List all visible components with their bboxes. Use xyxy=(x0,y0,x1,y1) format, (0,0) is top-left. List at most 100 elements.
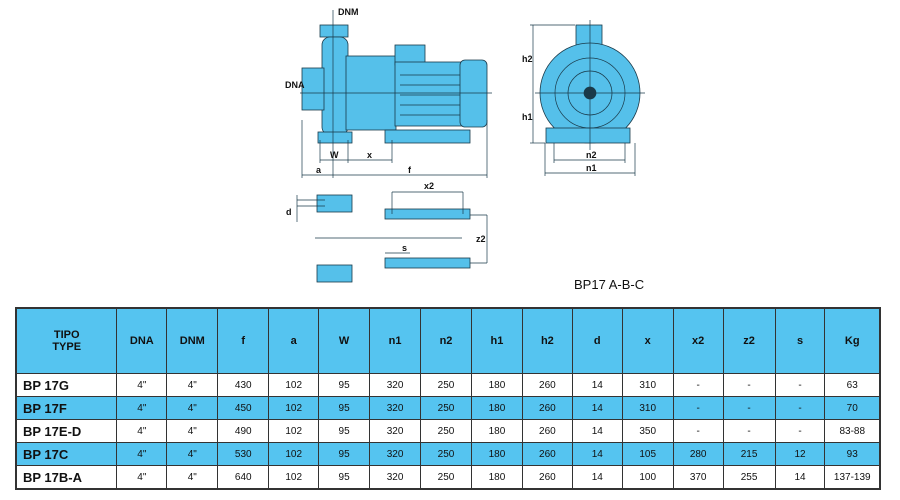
value-cell: 260 xyxy=(521,373,573,397)
x-label: x xyxy=(367,150,372,160)
value-cell: 320 xyxy=(369,442,422,466)
column-header: z2 xyxy=(722,307,776,374)
value-cell: 250 xyxy=(420,465,472,490)
value-cell: 310 xyxy=(621,396,674,420)
value-cell: 4" xyxy=(166,373,219,397)
value-cell: 180 xyxy=(470,442,523,466)
column-header: n2 xyxy=(420,307,472,374)
fan-cover xyxy=(459,59,488,128)
value-cell: 83-88 xyxy=(824,419,881,443)
value-cell: - xyxy=(722,419,776,443)
value-cell: 320 xyxy=(369,465,422,490)
value-cell: 180 xyxy=(470,465,523,490)
dna-label: DNA xyxy=(285,80,305,90)
value-cell: 14 xyxy=(571,396,623,420)
value-cell: 320 xyxy=(369,396,422,420)
value-cell: 320 xyxy=(369,419,422,443)
model-cell: BP 17C xyxy=(15,442,118,466)
n1-label: n1 xyxy=(586,163,597,173)
motor-body xyxy=(394,61,464,127)
value-cell: 4" xyxy=(116,465,168,490)
value-cell: 350 xyxy=(621,419,674,443)
value-cell: 4" xyxy=(166,465,219,490)
column-header: x2 xyxy=(672,307,724,374)
value-cell: 530 xyxy=(217,442,270,466)
value-cell: - xyxy=(672,419,724,443)
value-cell: 105 xyxy=(621,442,674,466)
value-cell: 137-139 xyxy=(824,465,881,490)
value-cell: 370 xyxy=(672,465,724,490)
plate-long-top xyxy=(384,208,471,220)
value-cell: 14 xyxy=(571,419,623,443)
value-cell: 180 xyxy=(470,396,523,420)
value-cell: 102 xyxy=(268,465,320,490)
value-cell: 100 xyxy=(621,465,674,490)
value-cell: 250 xyxy=(420,396,472,420)
header-type: TYPE xyxy=(52,341,82,353)
front-base xyxy=(545,127,631,144)
value-cell: 490 xyxy=(217,419,270,443)
h1-label: h1 xyxy=(522,112,533,122)
model-label: BP17 A-B-C xyxy=(574,277,645,292)
value-cell: 215 xyxy=(722,442,776,466)
value-cell: 255 xyxy=(722,465,776,490)
plate-long-bottom xyxy=(384,257,471,269)
model-cell: BP 17E-D xyxy=(15,419,118,443)
value-cell: 310 xyxy=(621,373,674,397)
pump-outlet xyxy=(319,24,349,38)
value-cell: 4" xyxy=(116,419,168,443)
value-cell: 95 xyxy=(318,465,371,490)
column-header: n1 xyxy=(369,307,422,374)
value-cell: 102 xyxy=(268,442,320,466)
value-cell: 430 xyxy=(217,373,270,397)
w-label: W xyxy=(330,150,339,160)
value-cell: 95 xyxy=(318,442,371,466)
value-cell: 95 xyxy=(318,373,371,397)
value-cell: 102 xyxy=(268,373,320,397)
n2-label: n2 xyxy=(586,150,597,160)
value-cell: 250 xyxy=(420,373,472,397)
value-cell: 180 xyxy=(470,419,523,443)
value-cell: 250 xyxy=(420,442,472,466)
column-header: x xyxy=(621,307,674,374)
value-cell: 14 xyxy=(571,465,623,490)
value-cell: 640 xyxy=(217,465,270,490)
plate-small-top xyxy=(316,194,353,213)
value-cell: 14 xyxy=(571,373,623,397)
pump-body xyxy=(321,36,349,136)
column-header: W xyxy=(318,307,371,374)
d-label: d xyxy=(286,207,292,217)
value-cell: 102 xyxy=(268,396,320,420)
value-cell: 102 xyxy=(268,419,320,443)
value-cell: 320 xyxy=(369,373,422,397)
value-cell: - xyxy=(722,396,776,420)
column-header: h2 xyxy=(521,307,573,374)
value-cell: 93 xyxy=(824,442,881,466)
header-tipo: TIPO xyxy=(53,329,80,341)
z2-label: z2 xyxy=(476,234,486,244)
value-cell: 280 xyxy=(672,442,724,466)
pump-foot xyxy=(317,131,353,144)
value-cell: 4" xyxy=(116,396,168,420)
value-cell: 14 xyxy=(774,465,826,490)
column-header: s xyxy=(774,307,826,374)
pump-inlet xyxy=(301,67,325,111)
value-cell: 4" xyxy=(166,419,219,443)
value-cell: - xyxy=(672,396,724,420)
value-cell: - xyxy=(774,419,826,443)
column-header: h1 xyxy=(470,307,523,374)
value-cell: - xyxy=(774,373,826,397)
value-cell: 95 xyxy=(318,396,371,420)
a-label: a xyxy=(316,165,322,175)
value-cell: 12 xyxy=(774,442,826,466)
model-cell: BP 17B-A xyxy=(15,465,118,490)
pump-dimension-drawing: DNM DNA W x a f h2 h1 n2 n1 d x2 z2 s xyxy=(285,7,645,283)
